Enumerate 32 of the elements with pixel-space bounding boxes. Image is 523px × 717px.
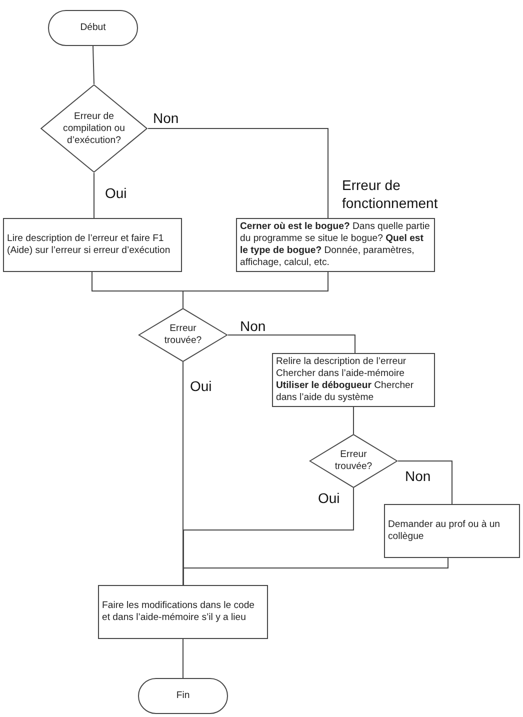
connector-line: [148, 128, 328, 218]
process-box: [272, 353, 435, 407]
step-text: Début: [80, 22, 106, 34]
step-text: Lire description de l’erreur et faire F1 (Aide) sur l’erreur si erreur d’exécution: [7, 233, 172, 257]
edge-label: Non: [405, 468, 431, 484]
step-text: Relire la description de l’erreur Chercher dans l’aide-mémoire Utiliser le débogueur Chercher dans l’aide du système: [276, 356, 415, 404]
edge-label: Oui: [105, 185, 127, 201]
edge-label: Non: [153, 110, 179, 126]
connector-line: [182, 638, 184, 678]
step-text: Faire les modifications dans le code et dans l’aide-mémoire s’il y a lieu: [102, 600, 256, 624]
decision-text: Erreur trouvée?: [163, 323, 203, 347]
decision-text: Erreur de compilation ou d’exécution?: [62, 110, 126, 146]
edge-label: Non: [240, 318, 266, 334]
step-text: Cerner où est le bogue? Dans quelle partie du programme se situe le bogue? Quel est le type de bogue? Donnée, paramètres, affichage, calcul, etc.: [240, 221, 431, 269]
branch-note: Erreur de fonctionnement: [342, 176, 439, 212]
edge-label: Oui: [318, 490, 340, 506]
connector-line: [182, 272, 328, 308]
edge-label: Oui: [190, 378, 212, 394]
step-text: Fin: [176, 690, 190, 702]
connector-line: [182, 558, 448, 586]
process-box: [384, 504, 520, 558]
connector-line: [92, 46, 94, 84]
terminal-shape: [138, 678, 228, 714]
terminal-shape: [48, 10, 138, 46]
process-box: [3, 218, 182, 272]
decision-text: Erreur trouvée?: [334, 449, 374, 473]
connector-line: [353, 406, 354, 434]
connector-line: [398, 460, 452, 504]
step-text: Demander au prof ou à un collègue: [388, 519, 502, 543]
connector-line: [228, 334, 356, 354]
connector-line: [183, 488, 354, 586]
process-box: [98, 585, 268, 639]
